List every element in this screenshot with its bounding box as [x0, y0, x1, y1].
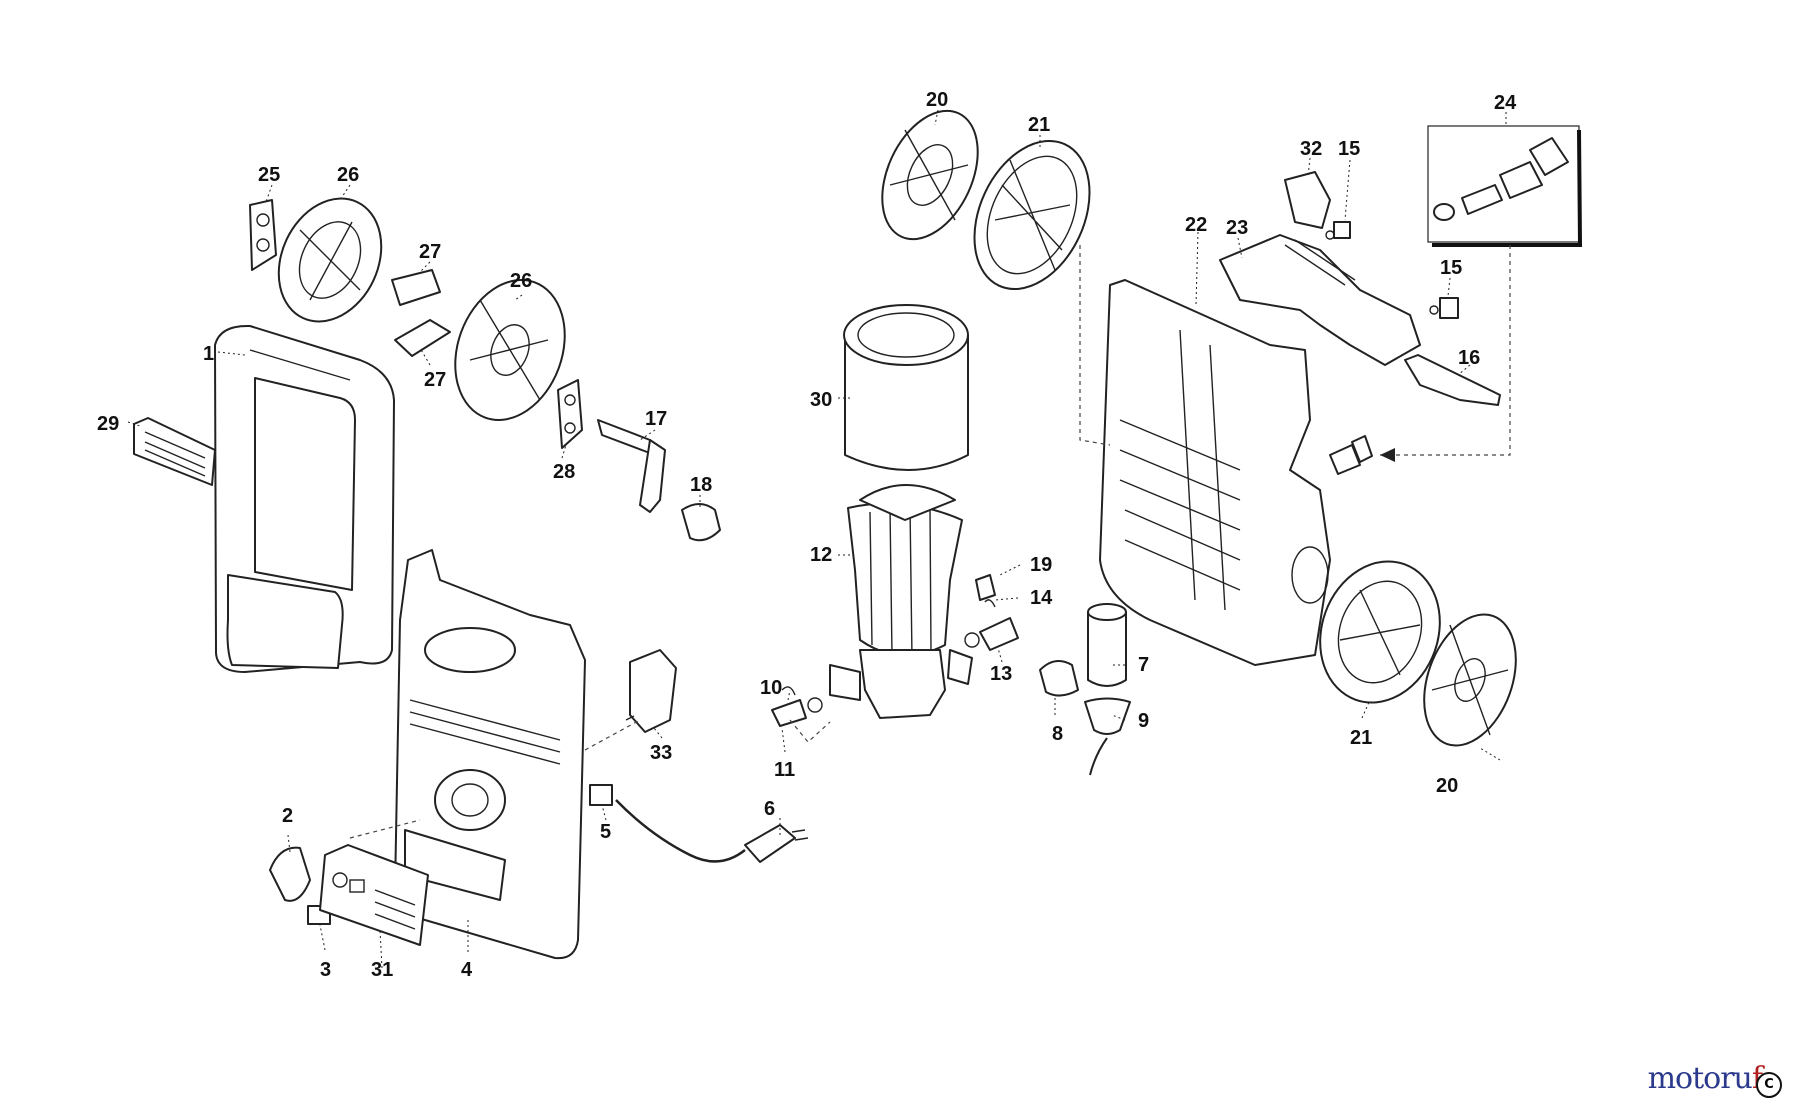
- part-4-housing: [394, 549, 586, 960]
- label-22: 22: [1185, 214, 1207, 236]
- label-12: 12: [810, 544, 832, 566]
- watermark-logo: motoruf: [1647, 1061, 1763, 1096]
- label-11: 11: [774, 759, 795, 781]
- label-8: 8: [1052, 723, 1063, 745]
- label-18: 18: [690, 474, 712, 496]
- part-17-crank-handle: [597, 419, 666, 513]
- label-20-bottom: 20: [1436, 775, 1458, 797]
- label-17: 17: [645, 408, 667, 430]
- part-labels: 1 2 3 4 5 6 7 8 9 10 11 12 13 14 15 15 1…: [97, 89, 1517, 981]
- part-31-control-panel: [319, 844, 429, 946]
- part-24-inlet-fitting: [1329, 435, 1373, 475]
- label-13: 13: [990, 663, 1012, 685]
- part-27-clip-upper: [391, 269, 441, 306]
- part-11-nozzle: [771, 697, 823, 727]
- label-10: 10: [760, 677, 782, 699]
- part-19-cap: [975, 574, 996, 601]
- label-21-bottom: 21: [1350, 727, 1372, 749]
- label-14: 14: [1030, 587, 1053, 609]
- connection-dashline-module: [584, 719, 641, 751]
- part-29-grille: [133, 417, 216, 486]
- part-27-clip-lower: [394, 319, 451, 357]
- label-24: 24: [1494, 92, 1517, 114]
- label-1: 1: [203, 343, 214, 365]
- part-1-front-frame: [214, 324, 395, 673]
- part-28-bracket: [557, 379, 583, 449]
- label-29: 29: [97, 413, 119, 435]
- part-16-strap: [1404, 354, 1501, 406]
- label-9: 9: [1138, 710, 1149, 732]
- label-19: 19: [1030, 554, 1052, 576]
- label-26-left: 26: [337, 164, 359, 186]
- label-3: 3: [320, 959, 331, 981]
- part-33-module: [625, 649, 677, 733]
- part-26-reel-flange-left: [277, 197, 383, 323]
- label-15-upper: 15: [1338, 138, 1360, 160]
- part-12-motor: [829, 484, 973, 719]
- part-26-reel-flange-right: [454, 279, 566, 421]
- part-24-inlet-kit: [1427, 125, 1583, 247]
- label-31: 31: [371, 959, 393, 981]
- part-2-selector-knob: [269, 846, 311, 902]
- leader-lines: [127, 109, 1507, 969]
- part-21-wheel-bottom: [1319, 560, 1441, 704]
- label-15-lower: 15: [1440, 257, 1462, 279]
- part-7-filter: [1087, 603, 1127, 687]
- part-22-main-housing: [1099, 279, 1331, 666]
- inlet-arrow-icon: [1380, 448, 1395, 462]
- label-6: 6: [764, 798, 775, 820]
- label-5: 5: [600, 821, 611, 843]
- part-14-clip: [984, 599, 996, 608]
- connection-dashline-nozzle: [789, 719, 831, 743]
- part-30-motor-cover: [843, 304, 969, 471]
- part-9-float: [1084, 697, 1131, 776]
- label-28: 28: [553, 461, 575, 483]
- part-15-plug-upper: [1325, 221, 1351, 240]
- label-27-upper: 27: [419, 241, 441, 263]
- label-33: 33: [650, 742, 672, 764]
- watermark-main: motoru: [1647, 1061, 1753, 1096]
- label-27-lower: 27: [424, 369, 446, 391]
- part-23-handle: [1219, 234, 1421, 366]
- part-20-hubcap-bottom: [1423, 613, 1517, 747]
- connection-dashline-wheel: [1079, 245, 1111, 446]
- label-16: 16: [1458, 347, 1480, 369]
- label-7: 7: [1138, 654, 1149, 676]
- label-4: 4: [461, 959, 473, 981]
- part-13-connector: [964, 617, 1019, 651]
- part-25-clip: [249, 199, 277, 271]
- part-20-hubcap-top: [881, 109, 979, 241]
- part-8-clamp: [1039, 660, 1079, 697]
- part-15-plug-lower: [1429, 297, 1459, 319]
- label-23: 23: [1226, 217, 1248, 239]
- part-10-fitting: [781, 686, 796, 696]
- part-5-switch: [589, 784, 613, 806]
- label-25: 25: [258, 164, 280, 186]
- label-20-top: 20: [926, 89, 948, 111]
- part-18-knob: [681, 503, 721, 542]
- label-30: 30: [810, 389, 832, 411]
- label-26-right: 26: [510, 270, 532, 292]
- label-21-top: 21: [1028, 114, 1050, 136]
- label-2: 2: [282, 805, 293, 827]
- corner-c-icon: C: [1756, 1072, 1782, 1098]
- part-6-power-cord: [615, 799, 809, 863]
- part-32-cover: [1284, 171, 1331, 229]
- part-21-wheel-top: [973, 139, 1091, 291]
- label-32: 32: [1300, 138, 1322, 160]
- inlet-connection-dashline: [1380, 245, 1511, 456]
